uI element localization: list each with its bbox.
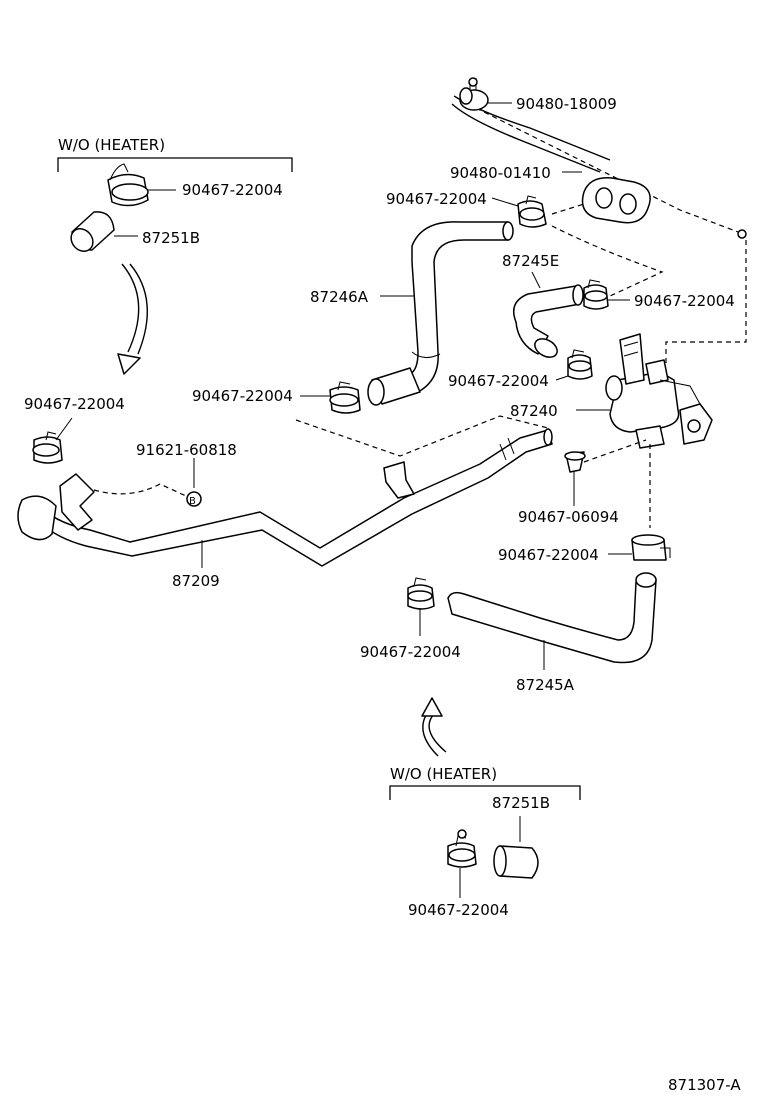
label-pipe: 87209 [172, 572, 220, 590]
hose-clamp-icon [407, 577, 435, 610]
label-bolt: 91621-60818 [136, 441, 237, 459]
label-clamp-upper-hose: 90467-22004 [386, 190, 487, 208]
hose-clamp-icon [107, 163, 149, 207]
label-cable-grommet: 90480-18009 [516, 95, 617, 113]
grommet-plate-icon [581, 177, 651, 224]
hose-a [447, 572, 657, 664]
heater-valve-icon [605, 333, 713, 449]
hose-e [513, 284, 584, 358]
hose-piece-icon [493, 845, 539, 879]
label-clamp-top-left: 90467-22004 [182, 181, 283, 199]
label-hose-bottom: 87251B [492, 794, 550, 812]
group-top-left: W/O (HEATER) 90467-22004 87251B [57, 136, 293, 375]
label-clamp-pipe-left: 90467-22004 [24, 395, 125, 413]
cable-assembly: 90480-18009 [451, 77, 747, 239]
label-grommet-plate: 90480-01410 [450, 164, 551, 182]
curved-arrow-icon [421, 697, 447, 757]
diagram-code: 871307-A [668, 1076, 741, 1094]
bolt-marker-letter: B [189, 496, 196, 507]
heater-pipe [17, 428, 553, 567]
label-hose-a: 87245A [516, 676, 575, 694]
hose-clamp-icon [32, 431, 63, 464]
bolt-marker: B [186, 491, 202, 507]
curved-arrow-icon [117, 263, 148, 375]
label-hose-top-left: 87251B [142, 229, 200, 247]
label-clamp-valve: 90467-22004 [448, 372, 549, 390]
group-title-bottom: W/O (HEATER) [390, 765, 497, 783]
hose-clamp-icon [631, 534, 671, 561]
group-bracket-bottom [389, 785, 581, 800]
label-clamp-hose-e: 90467-22004 [634, 292, 735, 310]
group-bottom: W/O (HEATER) 87251B 90467-22004 [389, 765, 581, 919]
label-clamp-hose-a: 90467-22004 [360, 643, 461, 661]
group-bracket-top-left [57, 157, 293, 172]
label-clamp-valve-lower: 90467-22004 [498, 546, 599, 564]
grommet-icon [459, 77, 489, 111]
hose-piece-icon [70, 211, 115, 252]
hose-clamp-icon [583, 279, 609, 310]
label-hose-e: 87245E [502, 252, 559, 270]
group-title-top-left: W/O (HEATER) [58, 136, 165, 154]
label-clamp-bottom: 90467-22004 [408, 901, 509, 919]
cable-end-icon [737, 229, 747, 239]
hose-clamp-icon [329, 381, 361, 414]
label-upper-hose: 87246A [310, 288, 369, 306]
label-clip: 90467-06094 [518, 508, 619, 526]
upper-hose [367, 221, 514, 406]
hose-clamp-icon [447, 829, 477, 868]
label-heater-valve: 87240 [510, 402, 558, 420]
hose-clamp-icon [567, 349, 593, 380]
clip-icon [564, 451, 586, 473]
hose-clamp-icon [517, 195, 547, 228]
label-clamp-upper-hose-lower: 90467-22004 [192, 387, 293, 405]
